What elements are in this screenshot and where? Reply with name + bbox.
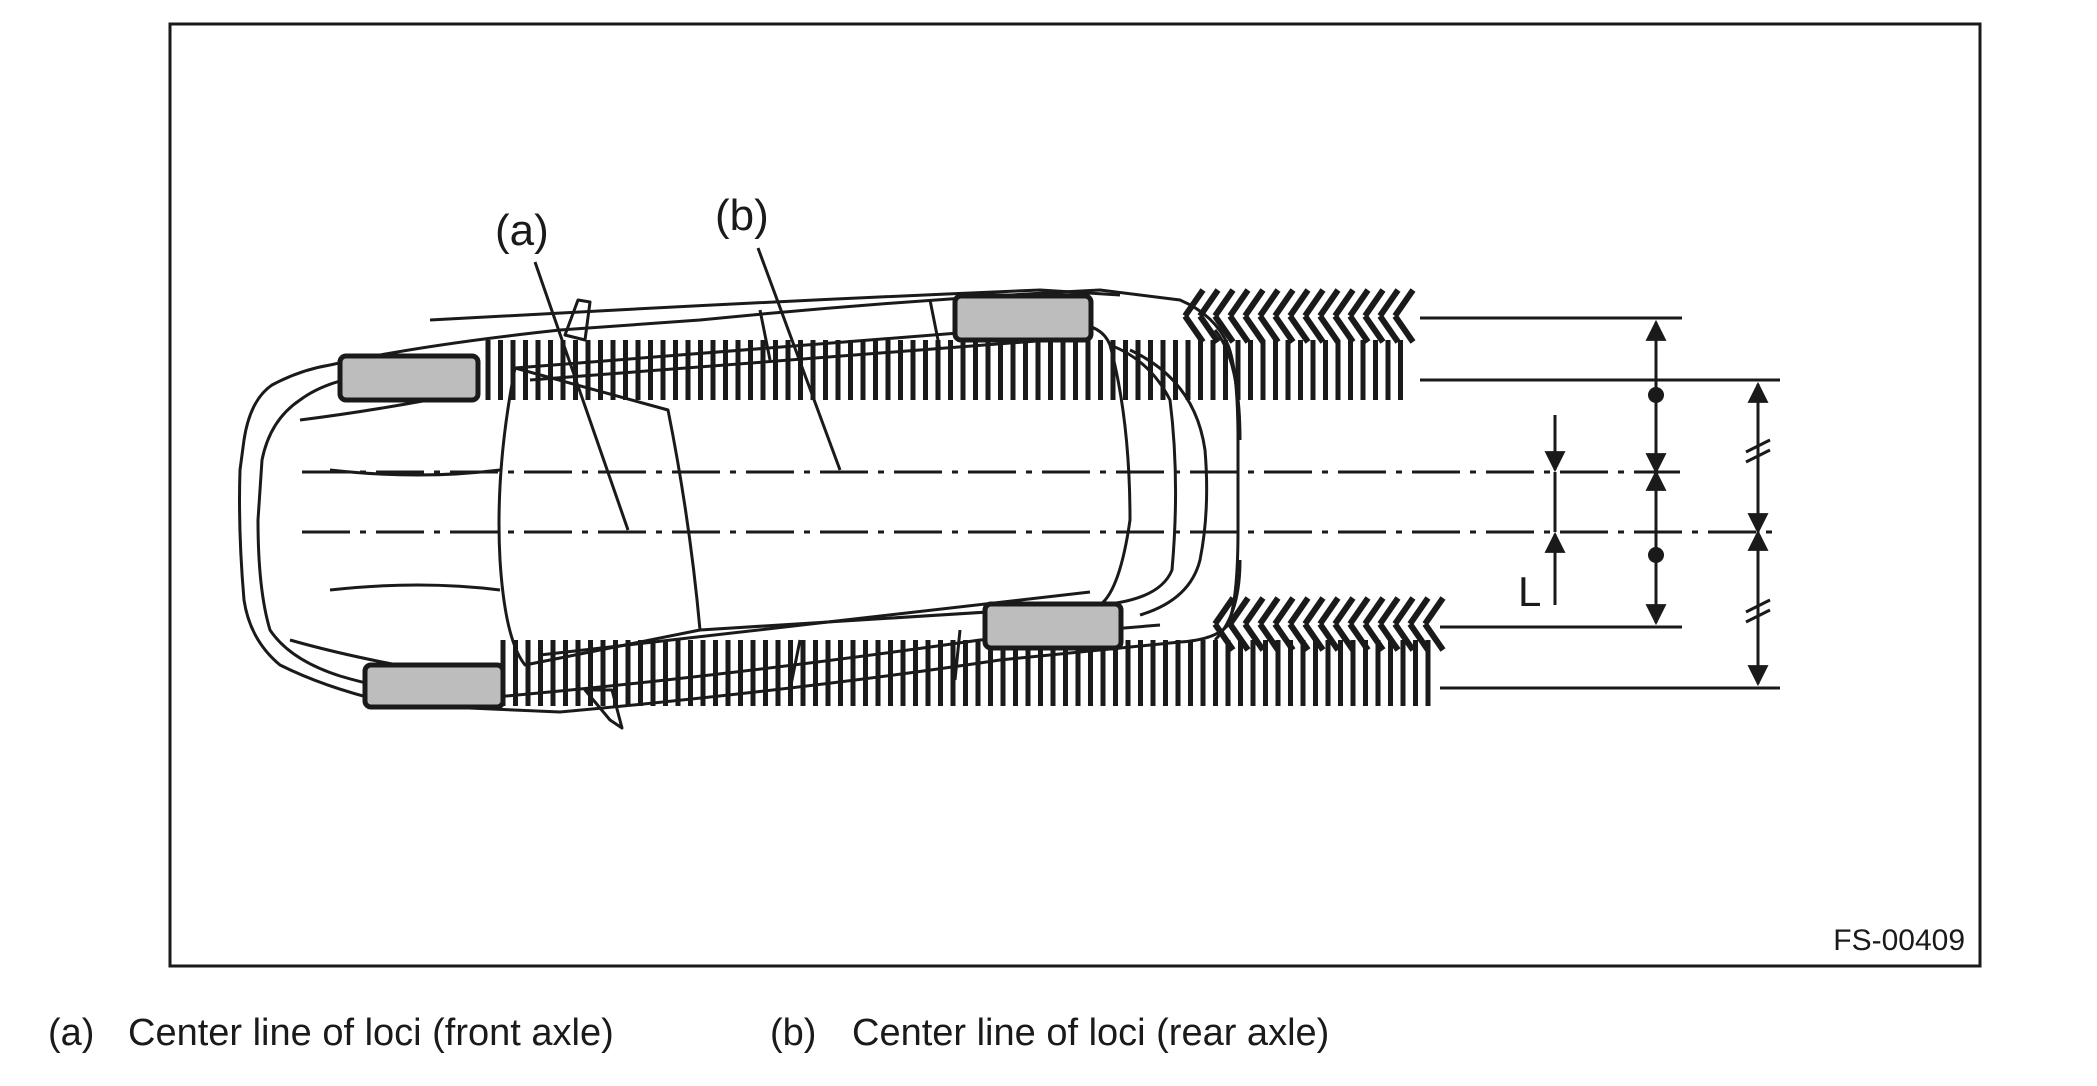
rear-right-tire: [982, 601, 1124, 651]
track-mark: [1377, 596, 1401, 626]
track-mark: [1227, 622, 1251, 652]
track-mark: [1272, 288, 1296, 318]
track-mark: [1377, 314, 1401, 344]
track-mark: [1227, 314, 1251, 344]
track-mark: [1332, 622, 1356, 652]
track-mark: [1242, 622, 1266, 652]
track-mark: [1362, 288, 1386, 318]
track-mark: [1362, 622, 1386, 652]
track-mark: [1302, 314, 1326, 344]
track-mark: [1242, 288, 1266, 318]
track-mark: [1212, 314, 1236, 344]
track-mark: [1227, 596, 1251, 626]
equal-half-tick: [1745, 438, 1771, 464]
figure-code: FS-00409: [1833, 924, 1965, 957]
track-mark: [1272, 596, 1296, 626]
track-edge-lines: [1420, 316, 1780, 690]
track-mark: [1347, 314, 1371, 344]
track-mark: [1422, 596, 1446, 626]
track-mark: [1287, 622, 1311, 652]
track-mark: [1332, 314, 1356, 344]
track-mark: [1392, 596, 1416, 626]
track-mark: [1212, 622, 1236, 652]
track-mark: [1302, 288, 1326, 318]
track-mark: [1347, 596, 1371, 626]
legend-text: Center line of loci (rear axle): [852, 1012, 1330, 1054]
track-mark: [1197, 314, 1221, 344]
track-mark: [1212, 288, 1236, 318]
track-mark: [1182, 314, 1206, 344]
track-mark: [1422, 622, 1446, 652]
track-mark: [1287, 288, 1311, 318]
rear-track-dimension: [1645, 319, 1667, 626]
track-mark: [1242, 596, 1266, 626]
track-mark: [1317, 288, 1341, 318]
track-mark: [1257, 596, 1281, 626]
callout-b-leader: [756, 247, 842, 471]
track-mark: [1332, 596, 1356, 626]
callout-a-label: (a): [495, 206, 549, 255]
track-mark: [1302, 622, 1326, 652]
track-mark: [1392, 288, 1416, 318]
legend-key: (b): [770, 1012, 817, 1054]
track-mark: [1377, 622, 1401, 652]
front-left-tire: [337, 353, 481, 403]
track-mark: [1392, 314, 1416, 344]
figure-frame: [168, 22, 1982, 968]
track-mark: [1272, 622, 1296, 652]
callout-b-label: (b): [715, 191, 769, 240]
track-mark: [1407, 596, 1431, 626]
track-mark: [1272, 314, 1296, 344]
track-mark: [1287, 314, 1311, 344]
equal-half-dot: [1648, 547, 1664, 563]
rear-left-tire: [952, 293, 1094, 343]
equal-half-dot: [1648, 387, 1664, 403]
track-mark: [1392, 622, 1416, 652]
track-mark: [1317, 596, 1341, 626]
callout-a-leader: [533, 261, 630, 531]
track-mark: [1302, 596, 1326, 626]
track-mark: [1362, 596, 1386, 626]
track-mark: [1257, 288, 1281, 318]
legend-key: (a): [48, 1012, 95, 1054]
front-track-dimension: [1745, 381, 1771, 687]
legend-text: Center line of loci (front axle): [128, 1012, 614, 1054]
legend-item-b: (b) Center line of loci (rear axle): [770, 1003, 1329, 1063]
track-mark: [1407, 622, 1431, 652]
track-mark: [1377, 288, 1401, 318]
track-mark: [1227, 288, 1251, 318]
legend-item-a: (a) Center line of loci (front axle): [48, 1003, 614, 1063]
track-mark: [1212, 596, 1236, 626]
track-mark: [1242, 314, 1266, 344]
track-mark: [1257, 622, 1281, 652]
front-right-tire: [362, 662, 506, 710]
track-mark: [1347, 622, 1371, 652]
track-mark: [1362, 314, 1386, 344]
figure-legend: (a) Center line of loci (front axle) (b) C…: [0, 1003, 2097, 1063]
track-mark: [1287, 596, 1311, 626]
tires: [337, 293, 1124, 710]
track-mark: [1182, 288, 1206, 318]
offset-label-L: L: [1518, 568, 1541, 615]
track-mark: [1257, 314, 1281, 344]
track-mark: [1317, 622, 1341, 652]
track-mark: [1347, 288, 1371, 318]
track-mark: [1317, 314, 1341, 344]
track-mark: [1332, 288, 1356, 318]
equal-half-tick: [1745, 598, 1771, 624]
